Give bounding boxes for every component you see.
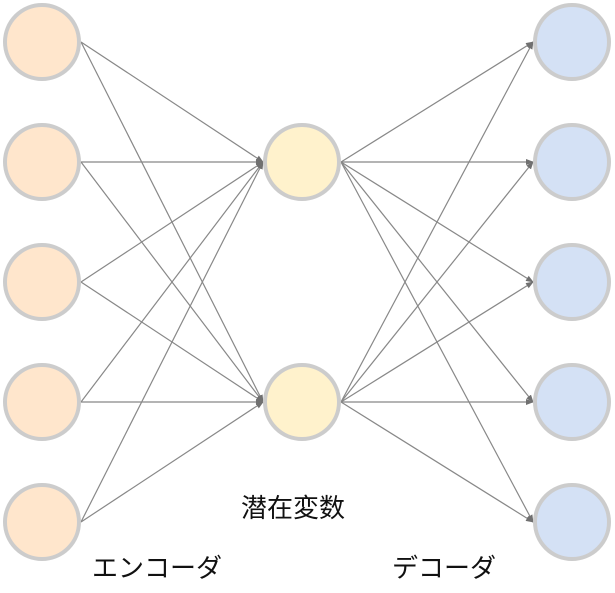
output-node [533,123,611,201]
input-node [3,363,81,441]
encoder-edge [80,161,264,283]
output-node [533,3,611,81]
decoder-edge [340,41,534,403]
decoder-label: デコーダ [392,554,497,584]
edges [80,41,534,523]
latent-node [263,123,341,201]
input-node [3,3,81,81]
output-node [533,483,611,561]
output-node [533,243,611,321]
decoder-edge [340,281,534,403]
encoder-edge [80,401,264,523]
latent-variable-label: 潜在変数 [241,494,346,524]
encoder-label: エンコーダ [92,554,223,584]
input-node [3,123,81,201]
encoder-edge [80,41,264,163]
decoder-edge [340,161,534,403]
latent-node [263,363,341,441]
decoder-edge [340,41,534,163]
encoder-edge [80,161,264,403]
input-node [3,483,81,561]
output-node [533,363,611,441]
nodes [3,3,611,561]
encoder-edge [80,161,264,523]
input-node [3,243,81,321]
decoder-edge [340,401,534,523]
